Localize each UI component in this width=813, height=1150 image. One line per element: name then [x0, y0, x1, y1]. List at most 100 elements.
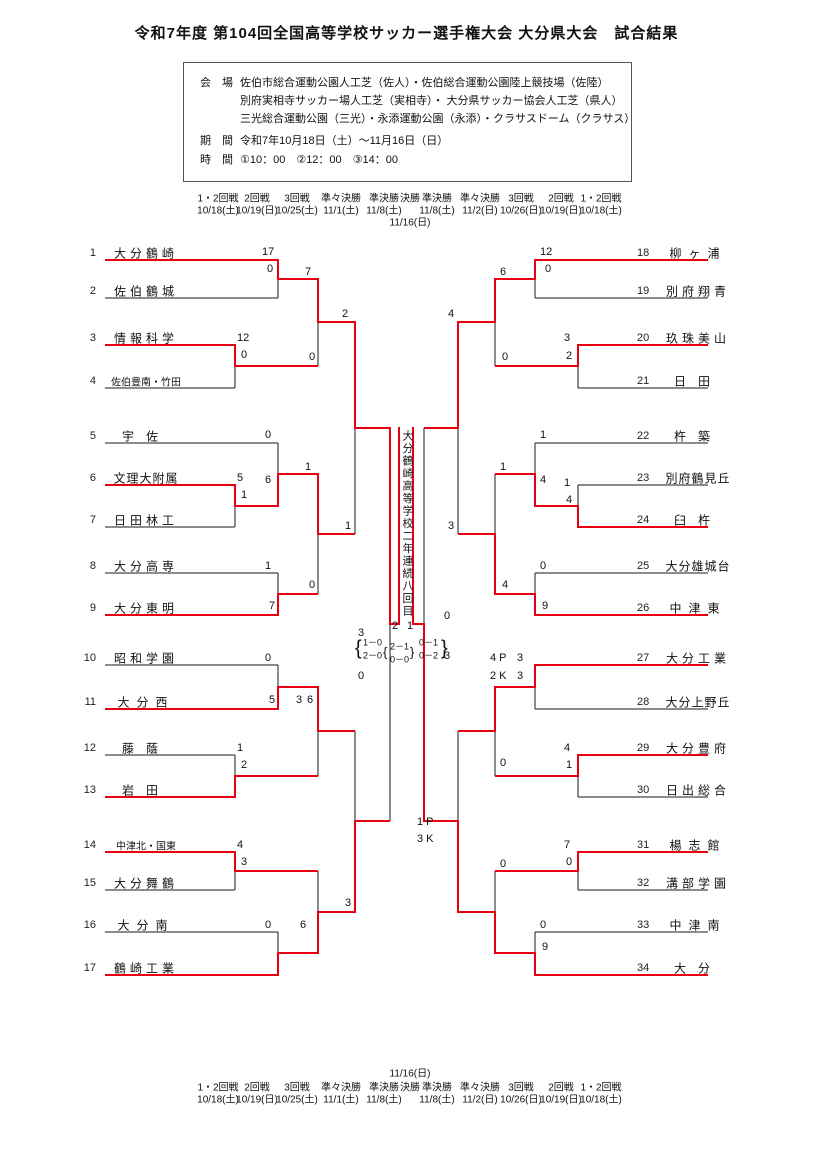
team-name: 中津東 [669, 601, 727, 616]
team-number: 30 [637, 784, 650, 796]
team-name: 柳ヶ浦 [669, 246, 727, 261]
round-date: 10/18(土) [197, 205, 239, 217]
team-name: 岩田 [121, 783, 170, 798]
score-label: 3 [517, 652, 524, 664]
round-date: 10/19(日) [236, 205, 278, 217]
round-name: 2回戦 [548, 1082, 574, 1094]
round-name: 準々決勝 [321, 1082, 361, 1094]
score-label: 5 [269, 694, 276, 706]
score-label: 2－1 [390, 641, 410, 652]
score-label: 0 [265, 652, 272, 664]
team-name: 文理大附属 [113, 471, 179, 486]
venue-line: 三光総合運動公園（三光）・永添運動公園（永添）・クラサスドーム（クラサス） [240, 113, 636, 125]
team-name: 玖珠美山 [665, 331, 730, 346]
team-number: 34 [637, 962, 650, 974]
team-number: 24 [637, 514, 650, 526]
score-label: 3 [345, 897, 352, 909]
round-name: 準々決勝 [460, 193, 500, 205]
team-name: 情報科学 [113, 331, 178, 346]
score-label: 0－1 [419, 637, 439, 648]
team-number: 33 [637, 919, 650, 931]
round-date: 10/19(日) [236, 1094, 278, 1106]
score-label: } [441, 637, 448, 660]
round-date: 11/8(土) [419, 205, 455, 217]
team-number: 6 [89, 472, 96, 484]
team-name: 楊志館 [669, 838, 727, 853]
team-number: 18 [637, 247, 650, 259]
team-number: 7 [89, 514, 96, 526]
final-date: 11/16(日) [389, 1068, 431, 1080]
score-label: 0 [540, 919, 547, 931]
team-name: 大分西 [117, 695, 175, 710]
team-number: 25 [637, 560, 650, 572]
team-name: 日田 [673, 374, 722, 389]
round-name: 準決勝 [369, 1082, 399, 1094]
round-name: 1・2回戦 [197, 193, 239, 205]
score-label: 2 [392, 620, 399, 632]
team-number: 1 [89, 247, 96, 259]
team-number: 26 [637, 602, 650, 614]
score-label: 7 [305, 266, 312, 278]
team-number: 14 [83, 839, 96, 851]
round-name: 2回戦 [244, 193, 270, 205]
round-date: 11/2(日) [462, 205, 498, 217]
score-label: 2 K [490, 670, 507, 682]
score-label: 0 [241, 349, 248, 361]
round-name: 決勝 [400, 1082, 420, 1094]
score-label: 0 [540, 560, 547, 572]
score-label: 4 [564, 742, 571, 754]
score-label: 4 [502, 579, 509, 591]
team-number: 13 [83, 784, 96, 796]
team-number: 31 [637, 839, 650, 851]
score-label: 1 P [417, 816, 434, 828]
round-name: 3回戦 [508, 1082, 534, 1094]
team-name: 藤蔭 [121, 741, 170, 756]
round-date: 11/8(土) [419, 1094, 455, 1106]
score-label: 0 [265, 919, 272, 931]
team-number: 15 [83, 877, 96, 889]
round-date: 10/26(日) [500, 1094, 542, 1106]
team-name: 溝部学園 [665, 876, 730, 891]
team-number: 3 [89, 332, 96, 344]
team-number: 4 [89, 375, 96, 387]
joins-right [413, 260, 579, 975]
winner-paths [105, 259, 708, 976]
round-date: 10/18(土) [580, 205, 622, 217]
team-name: 日出総合 [665, 783, 730, 798]
score-label: 0 [358, 670, 365, 682]
score-label: 0 [309, 351, 316, 363]
venue-label: 会 場 [200, 77, 233, 89]
score-label: 4 [540, 474, 547, 486]
final-date: 11/16(日) [389, 217, 431, 229]
score-label: 2 [241, 759, 248, 771]
team-number: 32 [637, 877, 650, 889]
team-number: 16 [83, 919, 96, 931]
round-date: 10/18(土) [197, 1094, 239, 1106]
score-label: 0 [267, 263, 274, 275]
round-date: 10/19(日) [540, 1094, 582, 1106]
score-label: 12 [237, 332, 250, 344]
team-number: 12 [83, 742, 96, 754]
round-date: 11/8(土) [366, 1094, 402, 1106]
score-label: { [355, 637, 362, 660]
team-number: 29 [637, 742, 650, 754]
round-name: 2回戦 [244, 1082, 270, 1094]
score-label: 1 [566, 759, 573, 771]
score-label: 0 [545, 263, 552, 275]
team-name: 大分上野丘 [665, 695, 731, 710]
round-name: 1・2回戦 [580, 1082, 622, 1094]
time-value: ①10：00 ②12：00 ③14：00 [240, 154, 398, 166]
round-name: 準決勝 [422, 193, 452, 205]
round-date: 11/8(土) [366, 205, 402, 217]
team-name: 大分南 [117, 918, 175, 933]
team-name: 大分豊府 [665, 741, 730, 756]
round-name: 1・2回戦 [580, 193, 622, 205]
team-number: 5 [89, 430, 96, 442]
team-name: 大分東明 [113, 601, 178, 616]
round-name: 3回戦 [508, 193, 534, 205]
score-label: 0 [502, 351, 509, 363]
team-name: 別府鶴見丘 [665, 471, 731, 486]
round-name: 3回戦 [284, 1082, 310, 1094]
champion-vertical-text: 大分鶴崎高等学校二年連続八回目 [401, 430, 413, 618]
score-label: 1 [407, 620, 414, 632]
